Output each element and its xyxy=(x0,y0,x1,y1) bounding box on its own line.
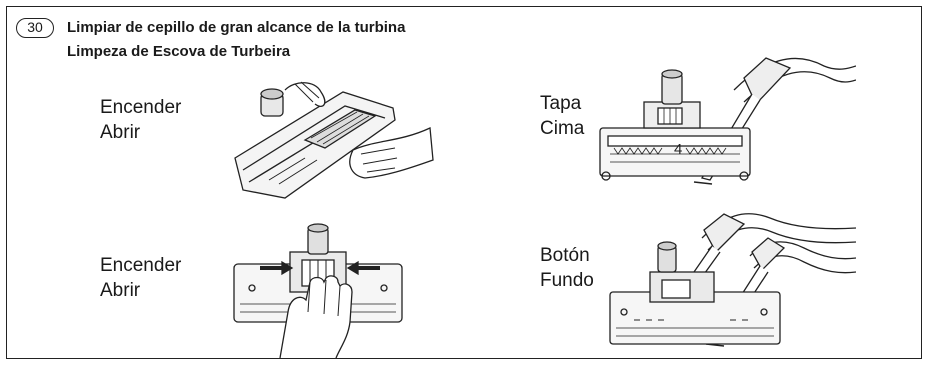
panel1-label-pt: Abrir xyxy=(100,122,141,143)
callout-number: 4 xyxy=(674,141,682,158)
instruction-frame xyxy=(6,6,922,359)
panel4-label-pt: Fundo xyxy=(540,270,594,291)
title-portuguese: Limpeza de Escova de Turbeira xyxy=(67,43,291,60)
panel2-label-es: Tapa xyxy=(540,93,582,114)
illustration-press-release xyxy=(230,222,410,358)
illustration-clean-bottom xyxy=(604,208,856,352)
panel1-label-es: Encender xyxy=(100,97,182,118)
title-spanish: Limpiar de cepillo de gran alcance de la… xyxy=(67,19,406,36)
panel4-label-es: Botón xyxy=(540,245,590,266)
panel2-label-pt: Cima xyxy=(540,118,585,139)
panel3-label-es: Encender xyxy=(100,255,182,276)
panel3-label-pt: Abrir xyxy=(100,280,141,301)
illustration-open-brush-cover xyxy=(225,80,435,212)
step-number-badge: 30 xyxy=(16,18,54,38)
illustration-clean-top: 4 xyxy=(594,50,856,190)
